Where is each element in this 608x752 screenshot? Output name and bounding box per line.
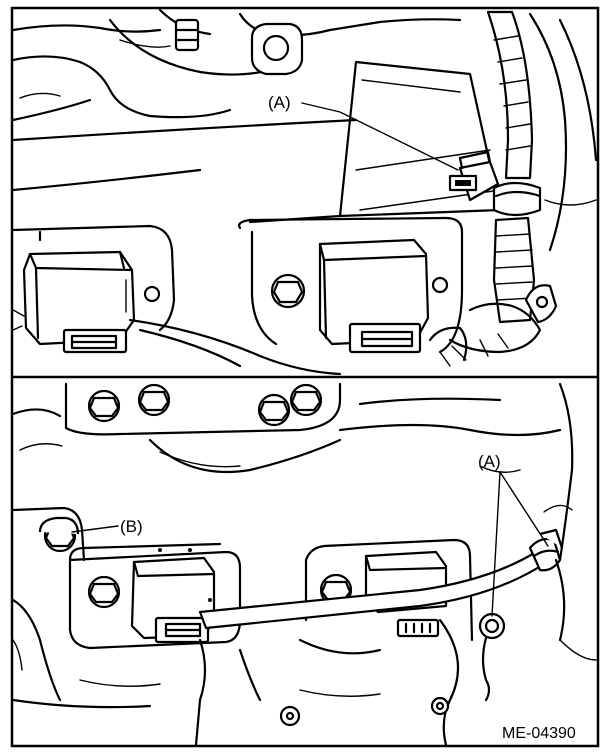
bottom-left-ignition-coil xyxy=(130,548,216,644)
bottom-callout-b-label: (B) xyxy=(120,517,143,536)
bottom-wiring-harness xyxy=(198,504,573,702)
top-callout-a-label: (A) xyxy=(268,93,291,112)
bottom-lower-bosses xyxy=(279,696,450,727)
top-callout-a-leader xyxy=(301,102,459,171)
bottom-callout-a-leader-lower xyxy=(491,471,501,617)
top-clip-a xyxy=(448,150,500,202)
bottom-clip-a-lower xyxy=(478,612,506,702)
top-center-bolt xyxy=(270,273,306,309)
top-panel xyxy=(13,9,597,376)
bottom-callout-a-leader-upper xyxy=(499,471,549,547)
top-center-ignition-coil xyxy=(318,238,430,354)
bottom-bolts-row xyxy=(87,383,323,427)
bottom-bolt-b xyxy=(38,516,80,553)
top-left-ignition-coil xyxy=(22,250,136,354)
bottom-callout-b-leader xyxy=(71,525,119,533)
bottom-clip-a-upper xyxy=(528,528,564,572)
top-wiring-harness xyxy=(428,10,558,367)
top-bolt-upper xyxy=(174,18,200,52)
bottom-panel xyxy=(13,382,597,745)
bottom-callout-a-label: (A) xyxy=(478,452,501,471)
figure-code: ME-04390 xyxy=(502,725,576,742)
